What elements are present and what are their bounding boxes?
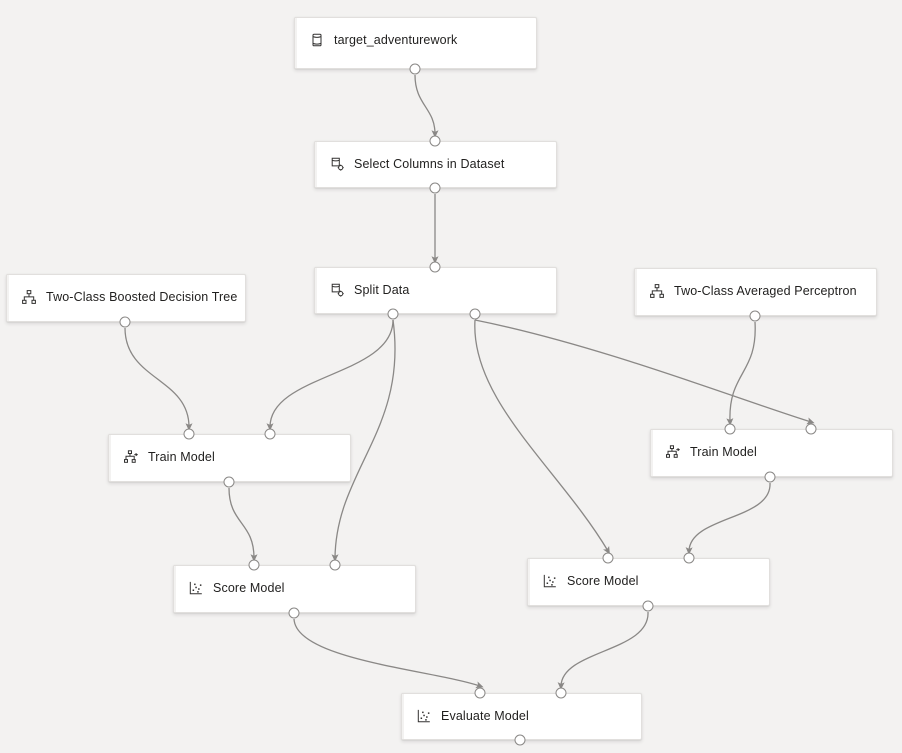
output-port-select-columns-0[interactable] — [429, 182, 441, 194]
input-port-train-model-right-0[interactable] — [724, 423, 736, 435]
node-header: Train Model — [109, 435, 350, 468]
input-port-train-model-right-1[interactable] — [805, 423, 817, 435]
input-port-split-data-0[interactable] — [429, 261, 441, 273]
input-port-train-model-left-1[interactable] — [264, 428, 276, 440]
dataset-gear-icon — [329, 282, 345, 298]
node-header: Score Model — [174, 566, 415, 599]
node-header: Two-Class Averaged Perceptron — [635, 269, 876, 302]
input-port-score-model-right-1[interactable] — [683, 552, 695, 564]
score-model-icon — [188, 580, 204, 596]
node-train-model-left[interactable]: Train Model — [108, 434, 351, 482]
edge-split-left-out-to-train-model-left — [266, 319, 394, 431]
node-score-model-right[interactable]: Score Model — [527, 558, 770, 606]
edge-perceptron-to-train-model-right — [726, 321, 756, 426]
output-port-split-data-0[interactable] — [387, 308, 399, 320]
edge-boosted-tree-to-train-model-left — [124, 327, 193, 431]
node-select-columns[interactable]: Select Columns in Dataset — [314, 141, 557, 188]
node-split-data[interactable]: Split Data — [314, 267, 557, 314]
output-port-evaluate-model-0[interactable] — [514, 734, 526, 746]
dataset-gear-icon — [329, 156, 345, 172]
input-port-score-model-left-0[interactable] — [248, 559, 260, 571]
output-port-split-data-1[interactable] — [469, 308, 481, 320]
algorithm-icon — [21, 289, 37, 305]
node-dataset[interactable]: target_adventurework — [294, 17, 537, 69]
output-port-averaged-perceptron-0[interactable] — [749, 310, 761, 322]
input-port-score-model-left-1[interactable] — [329, 559, 341, 571]
node-label: Split Data — [354, 283, 410, 297]
edge-split-right-out-to-score-model-right — [474, 319, 610, 555]
output-port-train-model-right-0[interactable] — [764, 471, 776, 483]
input-port-score-model-right-0[interactable] — [602, 552, 614, 564]
input-port-train-model-left-0[interactable] — [183, 428, 195, 440]
node-header: Train Model — [651, 430, 892, 463]
node-label: Two-Class Boosted Decision Tree — [46, 290, 238, 304]
edge-train-left-to-score-model-left — [228, 487, 258, 562]
node-label: target_adventurework — [334, 33, 458, 47]
node-header: Select Columns in Dataset — [315, 142, 556, 175]
input-port-select-columns-0[interactable] — [429, 135, 441, 147]
node-label: Train Model — [148, 450, 215, 464]
node-label: Select Columns in Dataset — [354, 157, 505, 171]
node-label: Score Model — [213, 581, 285, 595]
input-port-evaluate-model-1[interactable] — [555, 687, 567, 699]
edge-train-right-to-score-model-right — [685, 482, 771, 555]
algorithm-icon — [649, 283, 665, 299]
score-model-icon — [416, 708, 432, 724]
output-port-boosted-decision-tree-0[interactable] — [119, 316, 131, 328]
edge-score-right-to-evaluate-model — [557, 611, 649, 690]
node-averaged-perceptron[interactable]: Two-Class Averaged Perceptron — [634, 268, 877, 316]
node-score-model-left[interactable]: Score Model — [173, 565, 416, 613]
output-port-train-model-left-0[interactable] — [223, 476, 235, 488]
node-evaluate-model[interactable]: Evaluate Model — [401, 693, 642, 740]
node-header: Score Model — [528, 559, 769, 592]
dataset-icon — [309, 32, 325, 48]
node-header: target_adventurework — [295, 18, 536, 51]
output-port-dataset-0[interactable] — [409, 63, 421, 75]
node-label: Score Model — [567, 574, 639, 588]
node-header: Evaluate Model — [402, 694, 641, 727]
edge-split-right-out-to-train-model-right — [474, 319, 815, 425]
train-model-icon — [123, 449, 139, 465]
train-model-icon — [665, 444, 681, 460]
node-header: Two-Class Boosted Decision Tree — [7, 275, 245, 308]
output-port-score-model-left-0[interactable] — [288, 607, 300, 619]
output-port-score-model-right-0[interactable] — [642, 600, 654, 612]
score-model-icon — [542, 573, 558, 589]
input-port-evaluate-model-0[interactable] — [474, 687, 486, 699]
node-label: Train Model — [690, 445, 757, 459]
node-header: Split Data — [315, 268, 556, 301]
edge-dataset-to-select-columns — [414, 74, 439, 138]
edge-score-left-to-evaluate-model — [293, 618, 484, 689]
node-boosted-decision-tree[interactable]: Two-Class Boosted Decision Tree — [6, 274, 246, 322]
node-label: Evaluate Model — [441, 709, 529, 723]
node-train-model-right[interactable]: Train Model — [650, 429, 893, 477]
node-label: Two-Class Averaged Perceptron — [674, 284, 857, 298]
